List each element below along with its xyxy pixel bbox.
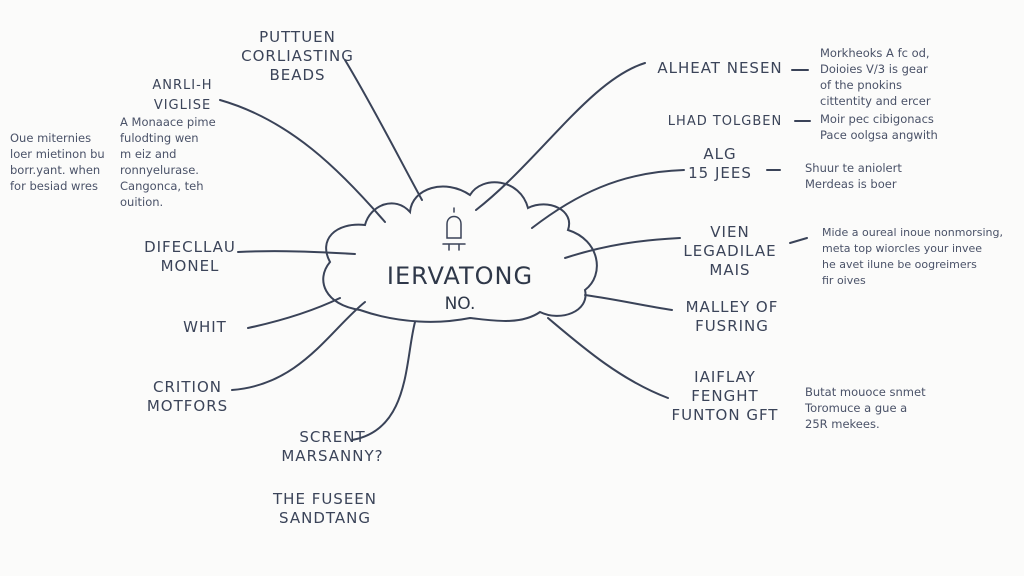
connector xyxy=(344,59,423,201)
branch-detail: Shuur te aniolert Merdeas is boer xyxy=(805,161,902,191)
connector xyxy=(531,169,685,229)
connector xyxy=(237,250,356,255)
central-topic-title: IERVATONG xyxy=(386,262,534,290)
branch-label: MALLEY OF FUSRING xyxy=(685,298,779,335)
connector xyxy=(219,99,386,223)
central-topic-subtitle: NO. xyxy=(444,294,476,314)
branch-label: SCRENT MARSANNY? xyxy=(281,428,384,465)
connector xyxy=(231,301,366,391)
branch-label: PUTTUEN CORLIASTING BEADS xyxy=(241,28,354,84)
side-note: Oue miternies loer mietinon bu borr.yant… xyxy=(10,131,105,193)
branch-label: LHAD TOLGBEN xyxy=(667,114,783,129)
branch-detail: Morkheoks A fc od, Doioies V/3 is gear o… xyxy=(820,46,931,108)
connector xyxy=(475,62,646,211)
connector xyxy=(547,317,669,399)
connector xyxy=(564,237,681,259)
branch-label: THE FUSEEN SANDTANG xyxy=(273,490,377,527)
dash xyxy=(789,237,808,244)
branch-label: CRITION MOTFORS xyxy=(146,378,229,415)
branch-label: ALHEAT NESEN xyxy=(657,59,783,77)
branch-detail: Moir pec cibigonacs Pace oolgsa angwith xyxy=(820,112,938,142)
connector xyxy=(351,321,416,441)
branch-label: ALG 15 JEES xyxy=(688,145,752,182)
branch-detail: A Monaace pime fulodting wen m eiz and r… xyxy=(120,115,216,209)
branch-label: VIEN LEGADILAE MAIS xyxy=(683,223,777,279)
branch-label: ANRLI-H VIGLISE xyxy=(152,78,213,113)
branch-label: IAIFLAY FENGHT FUNTON GFT xyxy=(671,368,779,424)
branch-detail: Butat mouoce snmet Toromuce a gue a 25R … xyxy=(805,385,926,431)
cloud-shape xyxy=(322,181,598,323)
branch-label: WHIT xyxy=(183,318,227,336)
connector xyxy=(584,294,673,311)
bell-icon xyxy=(442,207,466,251)
connector xyxy=(247,297,341,329)
branch-label: DIFECLLAU MONEL xyxy=(144,238,236,275)
branch-detail: Mide a oureal inoue nonmorsing, meta top… xyxy=(822,226,1003,287)
